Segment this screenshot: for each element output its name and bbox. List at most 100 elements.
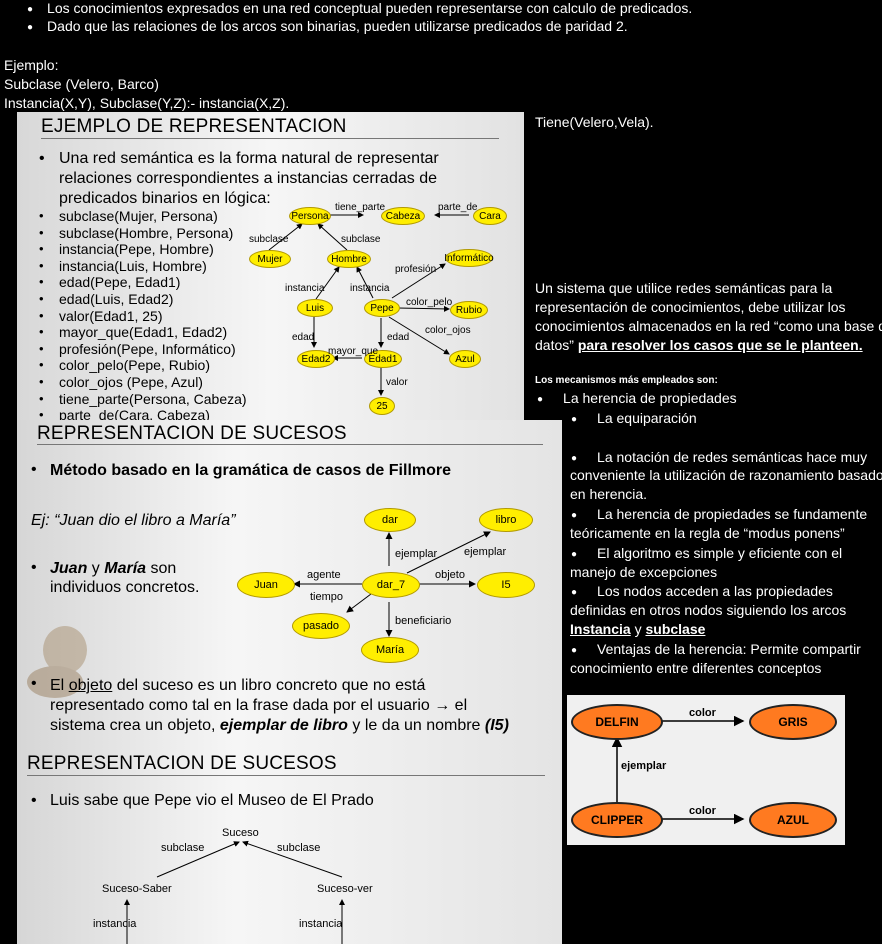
- node-suceso-saber: Suceso-Saber: [102, 883, 172, 895]
- objeto-line: El objeto del suceso es un libro concret…: [50, 677, 426, 694]
- herencia-text: conveniente la utilización de razonamien…: [570, 467, 882, 483]
- intro-line: predicados binarios en lógica:: [59, 190, 271, 207]
- bullet-dot: •: [39, 241, 44, 257]
- herencia-item: El algoritmo es simple y eficiente con e…: [571, 544, 842, 564]
- node-juan: Juan: [237, 572, 295, 598]
- predicate-item: color_ojos (Pepe, Azul): [59, 374, 203, 390]
- edge-label: color: [689, 805, 716, 817]
- predicate-item: color_pelo(Pepe, Rubio): [59, 357, 210, 374]
- node-clipper: CLIPPER: [571, 802, 663, 838]
- mech-item: La equiparación: [571, 409, 697, 429]
- title-rule: [27, 775, 545, 776]
- bullet-dot: •: [39, 357, 44, 373]
- edge-label: ejemplar: [464, 546, 507, 558]
- slide-representacion-sucesos-2: REPRESENTACION DE SUCESOS • Luis sabe qu…: [17, 750, 562, 944]
- node-libro: libro: [479, 508, 533, 532]
- predicate-item: profesión(Pepe, Informático): [59, 340, 236, 357]
- intro-line: relaciones correspondientes a instancias…: [59, 170, 437, 187]
- herencia-edges: [611, 715, 745, 825]
- node-informatico: Informático: [444, 249, 494, 267]
- bullet-dot: •: [39, 390, 44, 406]
- edge-label: mayor_que: [328, 346, 379, 357]
- bullet-dot: •: [31, 792, 37, 809]
- example-line: Instancia(X,Y), Subclase(Y,Z):- instanci…: [4, 95, 290, 111]
- node-suceso-ver: Suceso-ver: [317, 883, 373, 895]
- objeto-line: representado como tal en la frase dada p…: [50, 697, 468, 714]
- objeto-line: sistema crea un objeto, ejemplar de libr…: [50, 717, 509, 734]
- edge-label: instancia: [285, 283, 325, 294]
- predicate-item: tiene_parte(Persona, Cabeza): [59, 390, 247, 407]
- slide-representacion-sucesos-1: REPRESENTACION DE SUCESOS • Método basad…: [17, 420, 562, 750]
- predicate-item: instancia(Luis, Hombre): [59, 257, 207, 274]
- node-maria: María: [361, 637, 419, 663]
- predicate-item: edad(Luis, Edad2): [59, 291, 174, 307]
- node-dar7: dar_7: [362, 572, 420, 598]
- bullet-dot: •: [31, 461, 37, 478]
- node-pasado: pasado: [292, 613, 350, 639]
- predicate-item: mayor_que(Edad1, Edad2): [59, 324, 228, 341]
- node-pepe: Pepe: [364, 299, 400, 317]
- para-line: Un sistema que utilice redes semánticas …: [535, 280, 833, 296]
- edge-label: instancia: [350, 283, 390, 294]
- bullet-dot: •: [39, 257, 44, 273]
- slide-delfin-clipper: DELFIN GRIS CLIPPER AZUL color ejemplar …: [567, 695, 845, 845]
- node-luis: Luis: [297, 299, 333, 317]
- bullet-dot: •: [39, 274, 44, 290]
- herencia-item: La notación de redes semánticas hace muy: [571, 448, 867, 468]
- edge-label: parte_de: [438, 202, 478, 213]
- edge-label: subclase: [249, 234, 289, 245]
- node-rubio: Rubio: [450, 301, 488, 319]
- edge-label: instancia: [93, 918, 137, 930]
- herencia-text: en herencia.: [570, 486, 648, 502]
- intro-line: Una red semántica es la forma natural de…: [59, 150, 439, 167]
- herencia-text: definidas en otros nodos siguiendo los a…: [570, 602, 847, 618]
- herencia-text: teóricamente en la regla de “modus ponen…: [570, 525, 845, 541]
- edge-label: tiene_parte: [335, 202, 386, 213]
- predicate-item: edad(Pepe, Edad1): [59, 274, 181, 291]
- link-instancia[interactable]: Instancia: [570, 621, 631, 637]
- edge-label: profesión: [395, 264, 437, 275]
- node-persona: Persona: [289, 207, 331, 225]
- predicate-item: instancia(Pepe, Hombre): [59, 241, 214, 258]
- node-cara: Cara: [473, 207, 507, 225]
- case-grammar-edges: [293, 531, 491, 637]
- herencia-item: Los nodos acceden a las propiedades: [571, 582, 833, 602]
- suceso-edges: [124, 840, 345, 944]
- node-suceso: Suceso: [222, 827, 259, 839]
- edge-label: color: [689, 707, 716, 719]
- predicate-item: subclase(Mujer, Persona): [59, 208, 218, 224]
- slide-title: REPRESENTACION DE SUCESOS: [37, 423, 347, 444]
- para-line: representación de conocimientos, debe ut…: [535, 299, 846, 315]
- slide-title: EJEMPLO DE REPRESENTACION: [41, 116, 347, 137]
- bullet-dot: •: [39, 324, 44, 340]
- node-hombre: Hombre: [327, 250, 371, 268]
- predicate-item: valor(Edad1, 25): [59, 307, 163, 324]
- slide-title: REPRESENTACION DE SUCESOS: [27, 753, 337, 774]
- title-rule: [41, 138, 499, 139]
- edge-label: objeto: [435, 569, 465, 581]
- intro-bullet: Dado que las relaciones de los arcos son…: [27, 17, 628, 37]
- link-subclase[interactable]: subclase: [645, 621, 706, 637]
- node-gris: GRIS: [749, 704, 837, 740]
- node-dar: dar: [364, 508, 416, 532]
- edge-label: subclase: [341, 234, 381, 245]
- node-edad2: Edad2: [297, 350, 335, 368]
- fillmore-line: Método basado en la gramática de casos d…: [50, 462, 452, 479]
- edge-label: instancia: [299, 918, 343, 930]
- example-tiene: Tiene(Velero,Vela).: [535, 114, 654, 130]
- bullet-dot: •: [39, 224, 44, 240]
- para-link[interactable]: para resolver los casos que se le plante…: [577, 337, 863, 353]
- individuos-line: individuos concretos.: [50, 579, 200, 596]
- mech-title: Los mecanismos más empleados son:: [535, 375, 718, 386]
- example-label: Ejemplo:: [4, 57, 59, 73]
- predicate-item: subclase(Hombre, Persona): [59, 224, 234, 241]
- ghost-figure: [25, 620, 105, 700]
- node-cabeza: Cabeza: [381, 207, 425, 225]
- herencia-item: La herencia de propiedades se fundamente: [571, 505, 867, 525]
- node-azul: Azul: [449, 350, 481, 368]
- edge-label: agente: [307, 569, 341, 581]
- node-mujer: Mujer: [249, 250, 291, 268]
- bullet-dot: •: [31, 559, 37, 576]
- bullet-dot: •: [39, 208, 44, 223]
- title-rule: [37, 444, 543, 445]
